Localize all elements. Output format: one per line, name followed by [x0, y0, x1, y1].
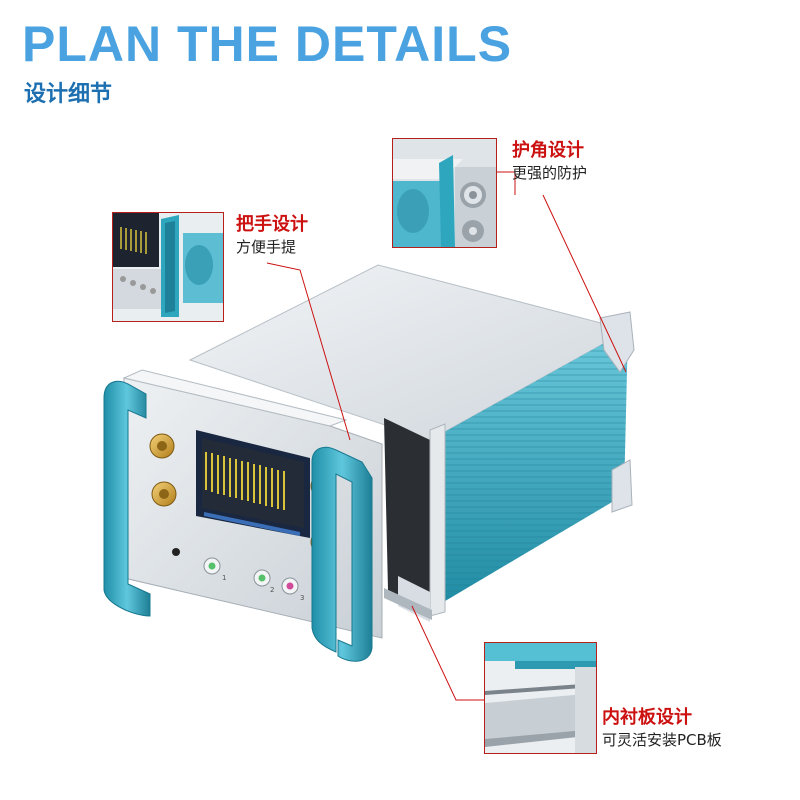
right-handle — [311, 446, 373, 662]
callout-handle-title: 把手设计 — [236, 214, 308, 235]
lining-detail-thumbnail — [484, 642, 597, 754]
callout-lining: 内衬板设计 可灵活安装PCB板 — [602, 706, 722, 750]
screen-waveform — [205, 452, 285, 510]
callout-handle-desc: 方便手提 — [236, 238, 297, 256]
handle-detail-thumbnail — [112, 212, 224, 322]
page-headline: PLAN THE DETAILS — [22, 16, 513, 72]
corner-detail-thumbnail — [392, 138, 497, 248]
lining-plate — [384, 588, 432, 620]
front-label-1: 1 — [222, 574, 226, 582]
left-handle — [103, 380, 151, 617]
front-label-3: 3 — [300, 594, 304, 602]
callout-corner: 护角设计 更强的防护 — [512, 139, 587, 183]
page-subtitle: 设计细节 — [24, 82, 113, 107]
callout-handle: 把手设计 方便手提 — [236, 213, 308, 257]
callout-corner-desc: 更强的防护 — [512, 164, 588, 182]
callout-lining-title: 内衬板设计 — [602, 707, 692, 728]
corner-guard — [599, 311, 635, 373]
callout-lining-desc: 可灵活安装PCB板 — [602, 731, 722, 749]
front-label-2: 2 — [270, 586, 274, 594]
leader-lines — [266, 171, 627, 701]
callout-corner-title: 护角设计 — [512, 140, 584, 161]
